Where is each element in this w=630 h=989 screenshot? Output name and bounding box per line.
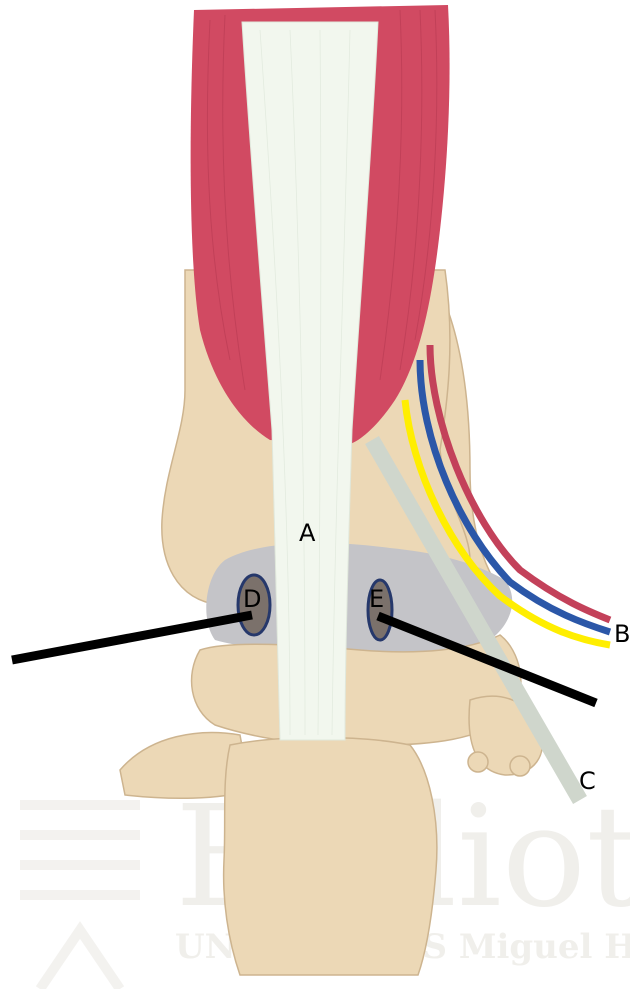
- toe-bone-2: [510, 756, 530, 776]
- label-d: D: [243, 585, 261, 613]
- calcaneus: [224, 738, 437, 976]
- label-b: B: [614, 620, 630, 648]
- toe-bone-1: [468, 752, 488, 772]
- label-e: E: [369, 585, 384, 613]
- watermark-logo: [20, 800, 140, 989]
- label-a: A: [299, 519, 316, 547]
- label-c: C: [579, 767, 596, 795]
